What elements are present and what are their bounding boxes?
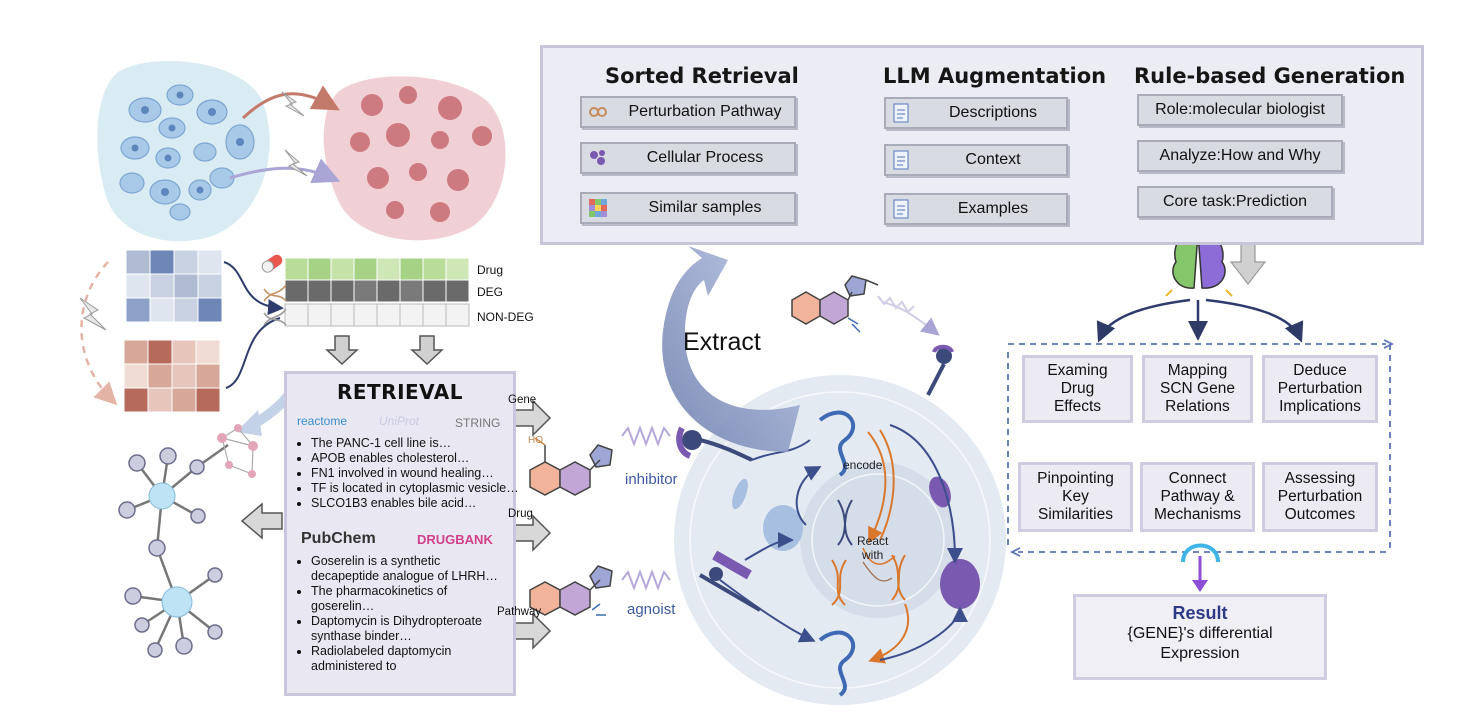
llm-augmentation-title: LLM Augmentation bbox=[883, 64, 1107, 88]
drug-row-label: Drug bbox=[477, 263, 504, 277]
svg-text:HO: HO bbox=[528, 435, 543, 446]
result-title: Result bbox=[1172, 603, 1228, 623]
react-label: React bbox=[857, 534, 889, 548]
agonist-label: agnoist bbox=[627, 601, 676, 618]
gene-fact: FN1 involved in wound healing… bbox=[311, 466, 525, 481]
drug-arrow-label: Drug bbox=[508, 508, 533, 520]
cellular-process-item: Cellular Process bbox=[580, 142, 796, 174]
drug-fact: Goserelin is a synthetic decapeptide ana… bbox=[311, 554, 507, 584]
drug-fact: Radiolabeled daptomycin administered to bbox=[311, 644, 507, 674]
gene-fact: SLCO1B3 enables bile acid… bbox=[311, 496, 525, 511]
with-label: with bbox=[862, 548, 884, 562]
retrieval-output-arrows bbox=[512, 399, 552, 650]
samples-grid-icon bbox=[588, 198, 608, 218]
analyze-item: Analyze:How and Why bbox=[1137, 140, 1343, 172]
examples-item: Examples bbox=[884, 193, 1068, 225]
drug-fact: The pharmacokinetics of goserelin… bbox=[311, 584, 507, 614]
inhibitor-label: inhibitor bbox=[625, 471, 678, 488]
result-line-2: Expression bbox=[1160, 645, 1240, 662]
retrieval-title: RETRIEVAL bbox=[336, 380, 464, 404]
similar-samples-item: Similar samples bbox=[580, 192, 796, 224]
cell-process-icon bbox=[588, 148, 608, 168]
role-item: Role:molecular biologist bbox=[1137, 94, 1343, 126]
reactome-logo: reactome bbox=[297, 414, 348, 428]
retrieval-panel: RETRIEVAL reactome UniProt STRING The PA… bbox=[284, 371, 519, 696]
extract-arrow bbox=[662, 246, 800, 452]
encode-label: encode bbox=[843, 458, 883, 472]
pill-icon bbox=[261, 254, 283, 273]
normal-cells-blob bbox=[97, 60, 270, 242]
document-icon bbox=[892, 199, 912, 219]
big-cell bbox=[674, 375, 1006, 705]
pathway-icon bbox=[588, 102, 608, 122]
down-arrows bbox=[325, 335, 444, 366]
dna-icon-1 bbox=[263, 284, 287, 302]
heatmap-grid-normal bbox=[125, 249, 223, 323]
result-line-1: {GENE}'s differential bbox=[1127, 625, 1273, 642]
expression-matrix bbox=[284, 257, 470, 327]
top-receptor bbox=[877, 295, 954, 396]
sorted-retrieval-title: Sorted Retrieval bbox=[605, 64, 799, 88]
deg-row-label: DEG bbox=[477, 285, 504, 299]
uniprot-logo: UniProt bbox=[379, 414, 420, 428]
drugbank-logo: DRUGBANK bbox=[417, 532, 493, 547]
heatmap-grid-perturbed bbox=[123, 339, 221, 413]
perturbed-cells-blob bbox=[323, 76, 506, 241]
non-deg-row-label: NON-DEG bbox=[477, 310, 534, 324]
descriptions-item: Descriptions bbox=[884, 97, 1068, 129]
gene-arrow-label: Gene bbox=[508, 394, 537, 406]
dna-icon-2 bbox=[263, 308, 287, 326]
extract-label: Extract bbox=[683, 328, 761, 356]
result-box: Result {GENE}'s differential Expression bbox=[1073, 594, 1327, 680]
retrieval-to-network-arrow bbox=[240, 502, 283, 540]
tasks-dashed-frame bbox=[1007, 343, 1391, 553]
perturbation-pathway-item: Perturbation Pathway bbox=[580, 96, 796, 128]
pathway-arrow-label: Pathway bbox=[497, 606, 542, 618]
string-logo: STRING bbox=[455, 416, 501, 430]
context-item: Context bbox=[884, 144, 1068, 176]
molecule-inhibitor bbox=[529, 437, 613, 496]
drug-fact: Daptomycin is Dihydropteroate synthase b… bbox=[311, 614, 507, 644]
agonist-receptor bbox=[621, 550, 762, 612]
core-task-item: Core task:Prediction bbox=[1137, 186, 1333, 218]
document-icon bbox=[892, 150, 912, 170]
document-icon bbox=[892, 103, 912, 123]
drug-facts-list: Goserelin is a synthetic decapeptide ana… bbox=[293, 554, 507, 674]
molecule-top bbox=[791, 275, 879, 333]
gene-facts-list: The PANC-1 cell line is… APOB enables ch… bbox=[293, 436, 525, 511]
gene-fact: APOB enables cholesterol… bbox=[311, 451, 525, 466]
gene-fact: TF is located in cytoplasmic vesicle… bbox=[311, 481, 525, 496]
rule-based-generation-title: Rule-based Generation bbox=[1134, 64, 1406, 88]
inhibitor-receptor bbox=[621, 425, 753, 462]
molecule-agonist bbox=[529, 565, 613, 616]
pubchem-logo: PubChem bbox=[301, 530, 376, 547]
gene-fact: The PANC-1 cell line is… bbox=[311, 436, 525, 451]
